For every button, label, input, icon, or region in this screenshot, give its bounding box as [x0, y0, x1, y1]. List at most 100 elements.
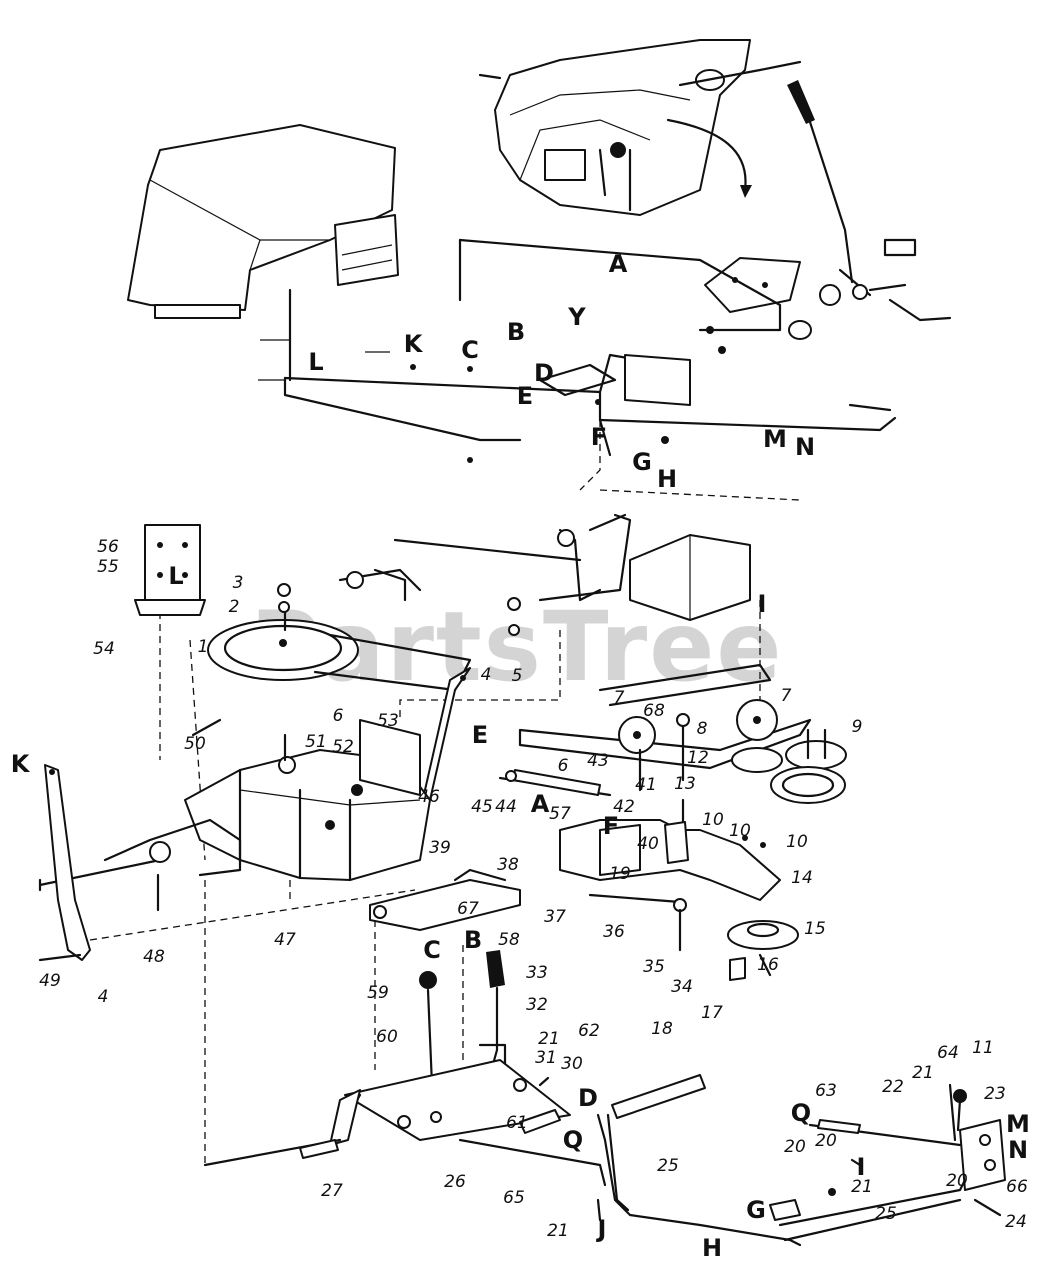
drive-pulley-1 — [207, 583, 472, 692]
reference-letter: K — [404, 330, 424, 358]
part-number: 33 — [526, 963, 548, 983]
part-number: 24 — [1005, 1212, 1027, 1232]
dash-console — [478, 39, 802, 216]
part-number: 58 — [498, 930, 520, 950]
reference-letter: B — [507, 318, 525, 346]
part-number: 42 — [613, 797, 635, 817]
part-number: 35 — [643, 957, 665, 977]
part-number: 38 — [497, 855, 519, 875]
reference-letter: G — [746, 1196, 766, 1224]
part-number: 65 — [503, 1188, 525, 1208]
part-number: 31 — [535, 1048, 557, 1068]
part-number: 14 — [791, 868, 813, 888]
part-number: 61 — [506, 1113, 528, 1133]
part-number: 4 — [98, 987, 109, 1007]
reference-letter: B — [464, 926, 482, 954]
part-number: 18 — [651, 1019, 673, 1039]
part-number: 67 — [457, 899, 479, 919]
part-number: 64 — [937, 1043, 959, 1063]
part-number: 34 — [671, 977, 693, 997]
part-number: 17 — [701, 1003, 723, 1023]
part-number: 12 — [687, 748, 709, 768]
reference-letter: E — [517, 382, 533, 410]
part-number: 27 — [321, 1181, 343, 1201]
mounting-bracket-54 — [134, 524, 206, 616]
part-number: 62 — [578, 1021, 600, 1041]
part-number: 39 — [429, 838, 451, 858]
part-number: 44 — [495, 797, 517, 817]
part-number: 19 — [609, 864, 631, 884]
part-number: 43 — [587, 751, 609, 771]
part-number: 49 — [39, 971, 61, 991]
drag-link-27 — [203, 1138, 342, 1167]
part-number: 9 — [852, 717, 863, 737]
reference-letter: L — [168, 562, 183, 590]
part-number: 53 — [377, 711, 399, 731]
reference-letter: H — [702, 1234, 722, 1262]
rod-assembly-44 — [498, 769, 612, 797]
reference-letter: I — [857, 1153, 866, 1181]
part-number: 8 — [697, 719, 708, 739]
part-number: 10 — [702, 810, 724, 830]
part-number: 36 — [603, 922, 625, 942]
reference-letter: A — [609, 250, 628, 278]
reference-letter: A — [531, 790, 550, 818]
reference-letter: Q — [563, 1126, 583, 1154]
mower-deck-bracket-14 — [559, 819, 799, 981]
part-number: 26 — [444, 1172, 466, 1192]
part-number: 6 — [558, 756, 569, 776]
cross-shaft-26 — [329, 1059, 607, 1187]
part-number: 59 — [367, 983, 389, 1003]
frame-plate — [258, 238, 897, 463]
reference-letter: I — [758, 590, 767, 618]
reference-letter: F — [591, 423, 607, 451]
reference-letter: N — [1008, 1136, 1028, 1164]
part-number: 23 — [984, 1084, 1006, 1104]
part-number: 66 — [1006, 1177, 1028, 1197]
part-number: 4 — [481, 665, 492, 685]
reference-letter: D — [534, 359, 554, 387]
reference-letter: Q — [791, 1099, 811, 1127]
part-number: 20 — [815, 1131, 837, 1151]
reference-letter: M — [1006, 1110, 1030, 1138]
part-number: 46 — [418, 787, 440, 807]
shift-lever-4 — [38, 718, 222, 962]
part-number: 20 — [946, 1171, 968, 1191]
part-number: 5 — [512, 666, 523, 686]
part-number: 2 — [229, 597, 240, 617]
part-number: 21 — [547, 1221, 569, 1241]
part-number: 56 — [97, 537, 119, 557]
reference-letter: M — [763, 425, 787, 453]
part-number: 6 — [333, 706, 344, 726]
reference-letter: N — [795, 433, 815, 461]
reference-letter: J — [596, 1215, 607, 1243]
part-number: 52 — [332, 737, 354, 757]
part-number: 50 — [184, 734, 206, 754]
part-number: 21 — [538, 1029, 560, 1049]
part-number: 54 — [93, 639, 115, 659]
part-number: 68 — [643, 701, 665, 721]
part-number: 22 — [882, 1077, 904, 1097]
drag-link-63 — [808, 1119, 962, 1196]
part-number: 57 — [549, 804, 571, 824]
part-number: 45 — [471, 797, 493, 817]
part-number: 32 — [526, 995, 548, 1015]
reference-letter: Y — [567, 303, 586, 331]
part-number: 16 — [757, 955, 779, 975]
part-number: 25 — [875, 1204, 897, 1224]
part-number: 15 — [804, 919, 826, 939]
reference-letter: F — [603, 812, 619, 840]
part-number: 30 — [561, 1054, 583, 1074]
part-number: 41 — [635, 775, 657, 795]
part-number: 37 — [544, 907, 566, 927]
reference-letter: E — [472, 721, 488, 749]
reference-letter: H — [657, 465, 677, 493]
reference-letter: C — [423, 936, 441, 964]
part-number: 48 — [143, 947, 165, 967]
chain-drive-6 — [518, 663, 847, 842]
part-number: 20 — [784, 1137, 806, 1157]
steering-rod-25 — [596, 1074, 967, 1247]
part-number: 13 — [674, 774, 696, 794]
